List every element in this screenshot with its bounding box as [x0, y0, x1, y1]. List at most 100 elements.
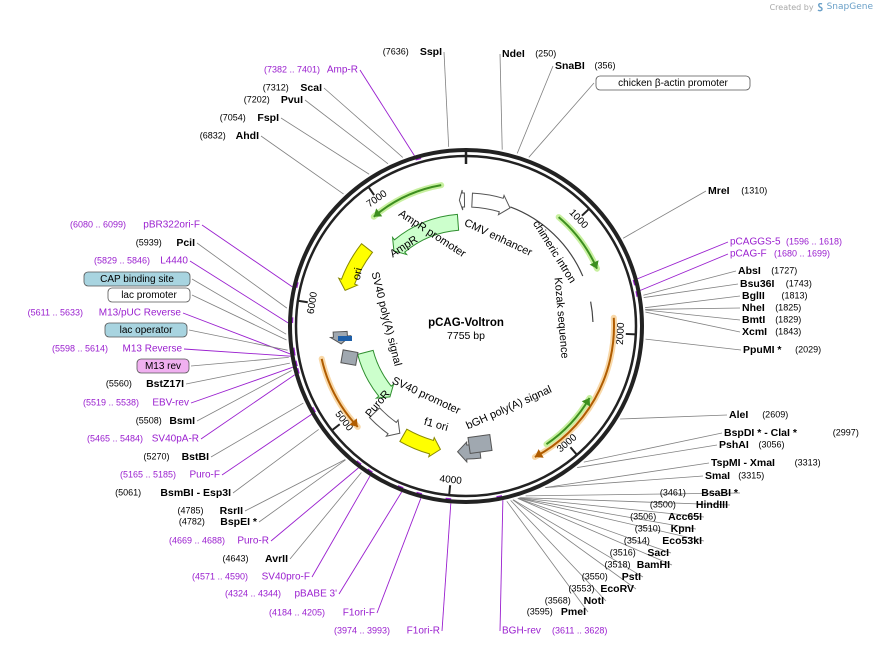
site-label-pbabe-3-: pBABE 3'(4324 .. 4344) — [225, 588, 337, 599]
site-label-sv40pro-f: SV40pro-F (4571 .. 4590) — [192, 571, 310, 582]
tick-mark — [448, 485, 452, 496]
site-label-smai: SmaI(3315) — [705, 470, 764, 482]
site-label-bstbi: BstBI(5270) — [143, 451, 209, 463]
leader-line — [640, 253, 729, 291]
site-name: AvrII — [265, 553, 288, 565]
site-name: SnaBI — [555, 60, 585, 72]
site-name: TspMI - XmaI — [711, 457, 775, 469]
leader-line — [643, 283, 739, 298]
site-name: BamHI — [637, 559, 670, 571]
site-position: (4782) — [179, 516, 205, 526]
site-labels: SspI(7636)NdeI(250)SnaBI(356)chicken β-a… — [28, 46, 859, 637]
site-name: Eco53kI — [662, 535, 702, 547]
leader-line — [545, 475, 704, 489]
site-position: (250) — [535, 48, 556, 58]
site-label-puro-r: Puro-R (4669 .. 4688) — [169, 535, 269, 546]
primer-site-mark — [294, 360, 298, 367]
site-label-cap-binding-site: CAP binding site — [83, 271, 191, 287]
leader-line — [443, 51, 450, 147]
site-name: PshAI — [719, 439, 749, 451]
feature-box-label: M13 rev — [145, 361, 181, 372]
site-position: (5829 .. 5846) — [94, 255, 150, 265]
leader-line — [517, 497, 672, 554]
site-label-saci: SacI(3516) — [610, 547, 669, 559]
primer-site-mark — [635, 290, 639, 297]
site-name: Puro-R — [237, 536, 269, 547]
site-name: BGH-rev — [502, 626, 541, 637]
leader-line — [323, 87, 404, 158]
site-label-l4440: L4440(5829 .. 5846) — [94, 255, 188, 266]
orf-line — [534, 317, 615, 458]
site-position: (7382 .. 7401) — [264, 64, 320, 74]
site-name: pCAG-F — [730, 249, 767, 260]
site-position: (4669 .. 4688) — [169, 535, 225, 545]
site-label-sspi: SspI(7636) — [383, 46, 442, 58]
leader-line — [376, 498, 422, 614]
site-position: (1829) — [775, 314, 801, 324]
site-name: BsaBI * — [701, 487, 739, 499]
site-name: SV40pro-F — [262, 572, 310, 583]
feature-box — [136, 358, 190, 374]
leader-line — [645, 338, 742, 351]
leader-line — [359, 69, 415, 156]
feature-arrow — [458, 189, 466, 211]
leader-line — [289, 472, 362, 560]
site-label-rsrii: RsrII(4785) — [177, 505, 243, 517]
site-name: PpuMI * — [743, 344, 782, 356]
site-label-eco53ki: Eco53kI(3514) — [624, 535, 702, 547]
site-name: NotI — [584, 595, 604, 607]
site-name: AleI — [729, 409, 748, 421]
site-position: (1680 .. 1699) — [774, 248, 830, 258]
site-position: (5465 .. 5484) — [87, 433, 143, 443]
site-position: (356) — [595, 60, 616, 70]
site-name: NheI — [742, 302, 765, 314]
site-name: pCAGGS-5 — [730, 237, 781, 248]
orf-arrowhead — [373, 208, 383, 217]
leader-line — [441, 503, 452, 632]
site-label-pcag-f: pCAG-F (1680 .. 1699) — [730, 248, 830, 259]
leader-line — [517, 498, 673, 566]
site-label-puro-f: Puro-F(5165 .. 5185) — [120, 469, 220, 480]
site-position: (3568) — [545, 595, 571, 605]
site-position: (4184 .. 4205) — [269, 607, 325, 617]
site-name: pBABE 3' — [295, 589, 338, 600]
site-label-bmti: BmtI(1829) — [742, 314, 801, 326]
leader-line — [583, 432, 723, 463]
site-position: (5939) — [136, 237, 162, 247]
site-name: pBR322ori-F — [143, 220, 200, 231]
feature-arrows — [328, 189, 594, 464]
site-label-pshai: PshAI (3056) — [719, 439, 785, 451]
tick-mark — [367, 186, 375, 196]
leader-line — [645, 309, 741, 321]
site-name: SmaI — [705, 470, 730, 482]
orf-arrowhead — [589, 260, 599, 269]
leader-line — [189, 260, 289, 324]
site-position: (3550) — [582, 571, 608, 581]
leader-line — [221, 414, 312, 476]
site-label-bamhi: BamHI(3518) — [604, 559, 670, 571]
leader-line — [512, 499, 637, 590]
leader-line — [191, 294, 287, 341]
site-position: (3553) — [568, 583, 594, 593]
site-name: M13 Reverse — [123, 344, 183, 355]
primer-site-mark — [366, 468, 373, 474]
site-position: (6832) — [200, 130, 226, 140]
site-position: (3510) — [635, 523, 661, 533]
leader-line — [622, 190, 707, 239]
site-label-pvui: PvuI(7202) — [244, 94, 303, 106]
orf-arrowhead — [581, 398, 591, 407]
site-position: (4571 .. 4590) — [192, 571, 248, 581]
site-name: PciI — [176, 237, 195, 249]
site-position: (3056) — [759, 439, 785, 449]
site-label-alei: AleI(2609) — [729, 409, 788, 421]
site-label-pcaggs-5: pCAGGS-5(1596 .. 1618) — [730, 236, 842, 247]
leader-line — [244, 459, 346, 512]
site-name: Puro-F — [189, 470, 220, 481]
site-label-amp-r: Amp-R(7382 .. 7401) — [264, 64, 358, 75]
bgh-pa-block — [467, 433, 493, 455]
site-position: (5560) — [106, 378, 132, 388]
leader-line — [510, 500, 607, 602]
feature-box — [595, 75, 751, 91]
site-name: BstBI — [182, 451, 210, 463]
primer-site-mark — [311, 406, 316, 413]
